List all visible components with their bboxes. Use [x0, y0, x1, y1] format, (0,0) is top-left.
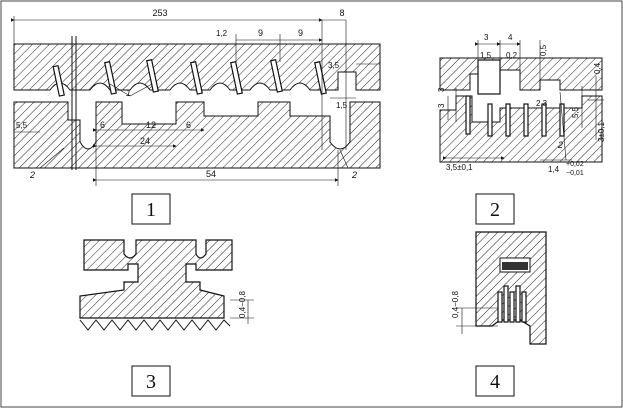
fig1-callout-2a: 2 — [29, 170, 35, 180]
svg-text:1: 1 — [146, 199, 156, 221]
fig2-dim-3b: 3 — [437, 87, 446, 92]
panel-label-2: 2 — [475, 193, 515, 225]
panel-label-1: 1 — [131, 193, 171, 225]
fig1-lower-body — [13, 101, 381, 169]
fig1-drawing — [11, 16, 381, 186]
fig1-dim-9a: 9 — [258, 28, 263, 38]
fig1-callout-1: 1 — [126, 88, 131, 98]
fig4-body — [475, 231, 547, 345]
fig3-body — [79, 239, 233, 319]
fig2-dim-0-2: 0,2 — [506, 51, 518, 60]
fig3-drawing — [79, 239, 254, 331]
fig2-upper-body — [439, 57, 603, 91]
fig4-teeth — [497, 285, 527, 323]
fig2-tol-plus: +0,02 — [566, 161, 584, 168]
fig2-callout-2: 2 — [557, 140, 563, 150]
fig2-dim-3-5pm: 3,5±0,1 — [446, 163, 473, 172]
fig4-dim-04-08: 0,4−0,8 — [451, 291, 460, 318]
fig1-dim-24: 24 — [140, 136, 150, 146]
panel-label-4: 4 — [475, 365, 515, 397]
fig2-tol-minus: −0,01 — [566, 170, 584, 177]
svg-text:4: 4 — [490, 371, 500, 393]
fig1-dim-5-5: 5,5 — [16, 121, 28, 130]
fig1-dim-54: 54 — [206, 169, 216, 179]
fig2-dim-4top: 4 — [508, 33, 513, 42]
fig4-insert-core — [502, 262, 528, 270]
fig1-dim-6a: 6 — [100, 120, 105, 130]
svg-text:2: 2 — [490, 199, 500, 221]
fig1-dim-3-5: 3,5 — [328, 61, 340, 70]
fig2-dim-1-4: 1,4 — [548, 165, 560, 174]
fig2-dim-0-5: 0,5 — [539, 44, 548, 56]
fig2-dim-5-5: 5,5 — [571, 106, 580, 118]
fig2-dim-2-3: 2,3 — [536, 99, 548, 108]
fig2-dim-0-4: 0,4 — [593, 62, 602, 74]
fig1-dim-8: 8 — [339, 8, 344, 18]
fig2-dim-3top: 3 — [484, 33, 489, 42]
fig2-drawing — [439, 40, 604, 163]
fig2-center-block — [477, 59, 501, 95]
panel-label-3: 3 — [131, 365, 171, 397]
fig3-dim-04-08: 0,4−0,8 — [238, 291, 247, 318]
fig1-dim-1-2: 1,2 — [216, 29, 228, 38]
fig2-dim-3pm: 3±0,1 — [597, 121, 606, 142]
fig1-dim-9b: 9 — [298, 28, 303, 38]
fig4-drawing — [456, 231, 547, 345]
fig2-lower-body — [439, 95, 603, 163]
fig1-dim-1-5: 1,5 — [336, 101, 348, 110]
fig3-teeth — [79, 319, 231, 331]
fig2-blades — [465, 95, 565, 137]
fig2-dim-1-5: 1,5 — [480, 51, 492, 60]
fig1-dim-253: 253 — [152, 8, 167, 18]
fig1-dim-6b: 6 — [186, 120, 191, 130]
fig2-dim-3a: 3 — [437, 103, 446, 108]
fig1-blades — [52, 59, 327, 97]
fig1-dim-12: 12 — [146, 120, 156, 130]
svg-text:3: 3 — [146, 371, 156, 393]
fig1-callout-2b: 2 — [351, 170, 357, 180]
